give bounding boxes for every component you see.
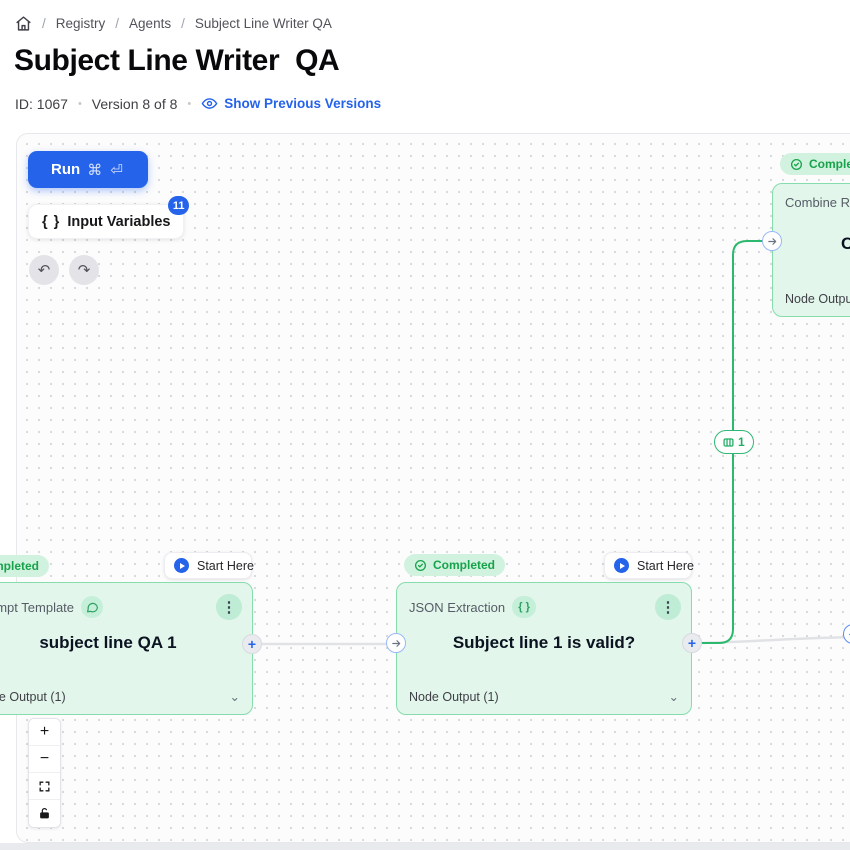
canvas-controls: + − [28,718,61,828]
node-title: Subject line 1 is valid? [452,633,636,652]
zoom-out-button[interactable]: − [29,746,60,773]
version-label: Version 8 of 8 [91,95,178,112]
arrow-right-icon [767,237,776,245]
zoom-in-button[interactable]: + [29,719,60,746]
breadcrumb-separator: / [181,16,185,31]
agent-meta: ID: 1067 • Version 8 of 8 • Show Previou… [15,95,382,112]
output-handle-plus[interactable]: + [682,633,702,653]
braces-icon: { } [42,213,61,230]
undo-button[interactable]: ↶ [29,255,59,285]
start-here-pill-prompt-template[interactable]: Start Here [164,552,254,579]
node-type-label: JSON Extraction [409,599,506,615]
edge-layer [252,240,850,646]
output-handle-plus[interactable]: + [242,634,262,654]
node-output-row[interactable]: Node Output (1) [785,292,850,306]
fit-view-icon [39,781,50,791]
node-json-extraction[interactable]: JSON Extraction { } ⋮ Subject line 1 is … [396,582,692,715]
breadcrumb-separator: / [42,16,46,31]
show-previous-versions-link[interactable]: Show Previous Versions [201,95,381,112]
fit-view-button[interactable] [29,773,60,800]
start-here-pill-json-extraction[interactable]: Start Here [604,552,694,579]
breadcrumb-registry[interactable]: Registry [55,16,106,31]
node-type-label: Combine Results [785,195,850,210]
node-menu-button[interactable]: ⋮ [655,594,681,620]
redo-button[interactable]: ↷ [69,255,99,285]
lock-icon [40,808,49,819]
input-variables-button[interactable]: { } Input Variables 11 [28,196,190,239]
node-output-row[interactable]: Node Output (1) ⌄ [409,689,679,705]
breadcrumb-separator: / [115,16,120,31]
input-handle-arrow[interactable] [762,231,782,251]
page-title: Subject Line Writer QA [14,44,340,77]
status-badge-json-extraction: Completed [404,554,506,576]
edge-run-count-label[interactable]: 1 [714,430,754,454]
page-divider [0,843,850,850]
stack-icon [723,437,734,447]
eye-icon [201,98,218,109]
node-title: subject line QA 1 [39,633,177,652]
input-handle-arrow-offscreen[interactable] [843,624,850,644]
node-output-row[interactable]: Node Output (1) ⌄ [0,689,240,705]
agent-id: ID: 1067 [15,95,68,112]
chevron-down-icon: ⌄ [668,690,679,704]
play-icon [614,558,629,573]
status-badge-combine-results: Completed [780,153,850,175]
breadcrumb: / Registry / Agents / Subject Line Write… [15,15,332,32]
check-circle-icon [414,559,427,571]
lock-button[interactable] [29,800,60,827]
edge-json-to-right [691,635,850,645]
json-braces-icon: { } [512,596,537,618]
node-prompt-template[interactable]: Prompt Template ⋮ subject line QA 1 Node… [0,582,253,715]
home-icon[interactable] [15,15,32,32]
status-badge-prompt-template: Completed [0,555,50,577]
breadcrumb-current[interactable]: Subject Line Writer QA [194,16,332,31]
run-shortcut-icons: ⌘ ⏎ [87,161,125,179]
arrow-right-icon [391,639,400,647]
history-controls: ↶ ↷ [29,255,99,285]
undo-icon: ↶ [37,262,51,279]
redo-icon: ↷ [77,262,91,279]
node-title: C [841,234,850,253]
input-handle-arrow[interactable] [386,633,406,653]
workflow-canvas[interactable]: Run ⌘ ⏎ { } Input Variables 11 ↶ ↷ Compl… [0,133,850,843]
node-menu-button[interactable]: ⋮ [216,594,242,620]
chat-bubble-icon [81,596,104,618]
check-circle-icon [790,158,803,170]
node-type-label: Prompt Template [0,599,75,615]
run-button[interactable]: Run ⌘ ⏎ [28,151,148,188]
input-variables-count-badge: 11 [167,196,190,215]
breadcrumb-agents[interactable]: Agents [129,16,172,31]
play-icon [174,558,189,573]
node-combine-results[interactable]: Combine Results C Node Output (1) [772,183,850,317]
chevron-down-icon: ⌄ [229,690,240,704]
